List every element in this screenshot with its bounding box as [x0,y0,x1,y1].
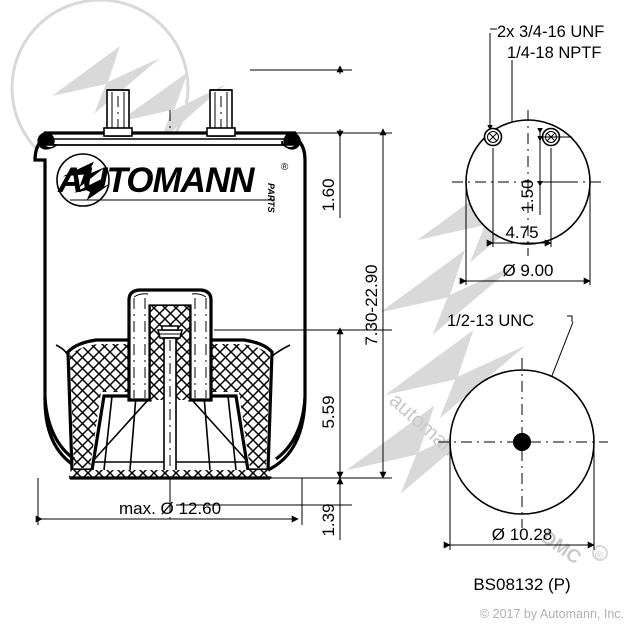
top-plate-view: 2x 3/4-16 UNF 1/4-18 NPTF [452,23,604,285]
dim-dia-10-28: Ø 10.28 [443,442,595,550]
piston-base-view: 1/2-13 UNC Ø 10.28 BS08132 (P) [438,312,608,594]
dim-1-60-label: 1.60 [319,178,338,211]
mounting-stud-right [206,89,236,137]
dim-4-75-label: 4.75 [505,223,538,242]
main-section-view [33,89,307,520]
dim-stroke-range: 7.30-22.90 [362,128,387,479]
dim-dia-10-28-label: Ø 10.28 [492,525,553,544]
dim-1-50: 1.50 [518,128,572,215]
dim-vertical-stack: 1.60 7.30-22.90 5.59 1.39 [176,65,392,540]
dim-1-50-label: 1.50 [518,179,537,212]
copyright-notice: © 2017 by Automann, Inc. [480,607,624,621]
dim-5-59: 5.59 [319,327,344,479]
note-top-thread-2: 1/4-18 NPTF [507,44,601,62]
brand-superscript: PARTS [266,183,276,213]
piston-assembly [66,288,274,505]
dim-4-75: 4.75 [486,148,552,247]
top-bead-plate [37,131,301,150]
note-top-thread-1: 2x 3/4-16 UNF [497,23,604,41]
dim-dia-9-00: Ø 9.00 [459,182,591,285]
dim-dia-9-00-label: Ø 9.00 [502,261,553,280]
part-number: BS08132 (P) [473,575,570,594]
dim-bellows-diameter-label: max. Ø 12.60 [119,499,221,518]
dim-1-60: 1.60 [319,65,344,218]
brand-wordmark: AUTOMANN [57,161,255,200]
svg-text:®: ® [595,550,603,562]
dim-stroke-range-label: 7.30-22.90 [362,264,381,345]
dim-5-59-label: 5.59 [319,395,338,428]
dim-bellows-diameter: max. Ø 12.60 [35,478,303,525]
note-bottom-thread: 1/2-13 UNC [447,312,534,330]
center-bolt-hole [513,433,531,451]
dim-1-39-label: 1.39 [319,503,338,536]
stud-hole-left [483,127,503,147]
brand-logo: AUTOMANN PARTS ® [56,153,289,213]
dim-1-39: 1.39 [319,477,344,540]
brand-registered-mark: ® [281,162,289,173]
mounting-stud-left [103,89,133,137]
